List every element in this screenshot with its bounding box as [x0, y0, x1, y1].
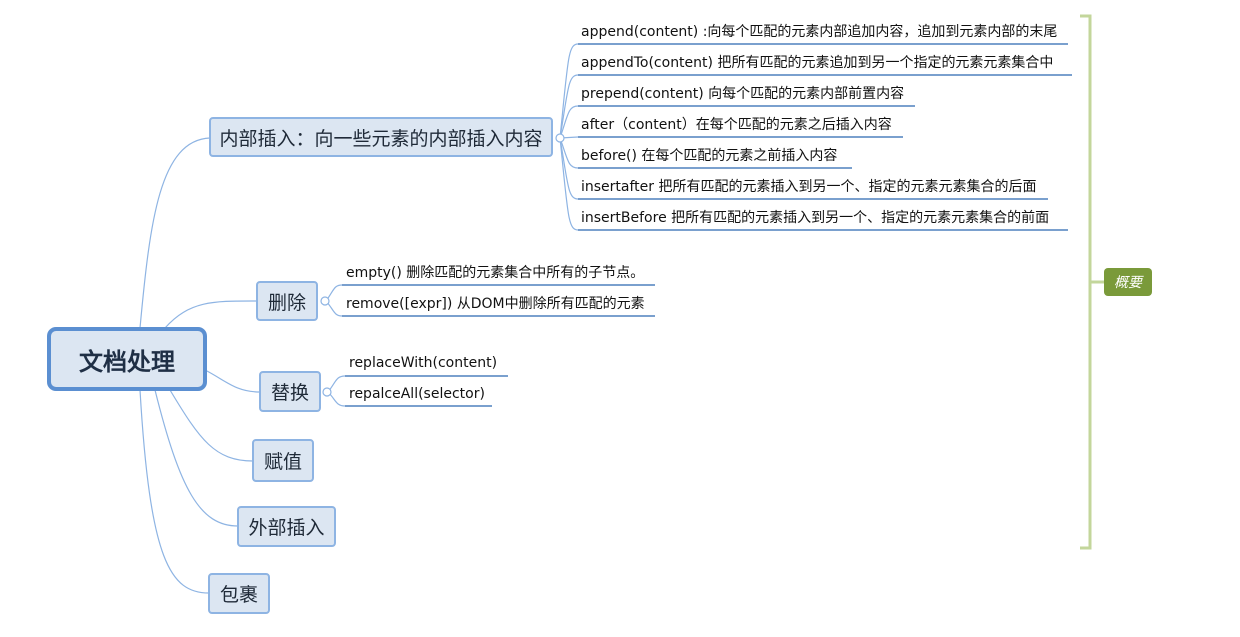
collapse-toggle-replace	[322, 387, 332, 397]
collapse-toggle-delete	[320, 296, 330, 306]
link-root-assign	[169, 389, 254, 462]
summary-label: 概要	[1114, 275, 1142, 291]
link-internal-5	[559, 137, 579, 169]
root-node[interactable]: 文档处理	[47, 327, 207, 391]
link-root-internal-insert	[139, 137, 211, 329]
leaf-after[interactable]: after（content）在每个匹配的元素之后插入内容	[581, 117, 892, 133]
branch-delete-label: 删除	[267, 291, 306, 314]
link-internal-7	[559, 137, 579, 231]
leaf-insertbefore[interactable]: insertBefore 把所有匹配的元素插入到另一个、指定的元素元素集合的前面	[581, 210, 1050, 226]
branch-replace[interactable]: 替换	[259, 371, 321, 412]
branch-assign[interactable]: 赋值	[252, 439, 314, 482]
link-root-external-insert	[154, 389, 239, 527]
link-root-wrap	[139, 389, 210, 594]
leaf-replacewith[interactable]: replaceWith(content)	[349, 355, 498, 371]
summary-tag[interactable]: 概要	[1104, 268, 1152, 296]
collapse-toggle-internal	[555, 133, 565, 143]
branch-assign-label: 赋值	[263, 451, 302, 473]
summary-bracket	[1080, 14, 1092, 550]
leaf-before[interactable]: before() 在每个匹配的元素之前插入内容	[581, 148, 838, 164]
leaf-prepend[interactable]: prepend(content) 向每个匹配的元素内部前置内容	[581, 86, 905, 102]
branch-external-insert-label: 外部插入	[248, 517, 325, 539]
link-internal-1	[559, 43, 579, 139]
link-root-delete	[164, 300, 258, 329]
root-label: 文档处理	[79, 347, 175, 376]
branch-internal-insert[interactable]: 内部插入：向一些元素的内部插入内容	[209, 117, 553, 157]
link-internal-3	[559, 105, 579, 139]
leaf-insertafter[interactable]: insertafter 把所有匹配的元素插入到另一个、指定的元素元素集合的后面	[581, 179, 1037, 195]
leaf-replaceall[interactable]: repalceAll(selector)	[349, 386, 485, 402]
branch-internal-insert-label: 内部插入：向一些元素的内部插入内容	[219, 127, 543, 150]
branch-wrap[interactable]: 包裹	[208, 573, 270, 614]
leaf-empty[interactable]: empty() 删除匹配的元素集合中所有的子节点。	[346, 265, 645, 281]
leaf-remove[interactable]: remove([expr]) 从DOM中删除所有匹配的元素	[346, 296, 645, 312]
leaf-append[interactable]: append(content) :向每个匹配的元素内部追加内容，追加到元素内部的…	[581, 24, 1058, 40]
link-root-replace	[204, 369, 261, 393]
branch-wrap-label: 包裹	[219, 584, 258, 606]
leaf-appendto[interactable]: appendTo(content) 把所有匹配的元素追加到另一个指定的元素元素集…	[581, 55, 1054, 71]
branch-replace-label: 替换	[270, 382, 309, 404]
branch-external-insert[interactable]: 外部插入	[237, 506, 336, 547]
link-internal-6	[559, 137, 579, 200]
link-internal-2	[559, 74, 579, 139]
branch-delete[interactable]: 删除	[256, 281, 318, 321]
